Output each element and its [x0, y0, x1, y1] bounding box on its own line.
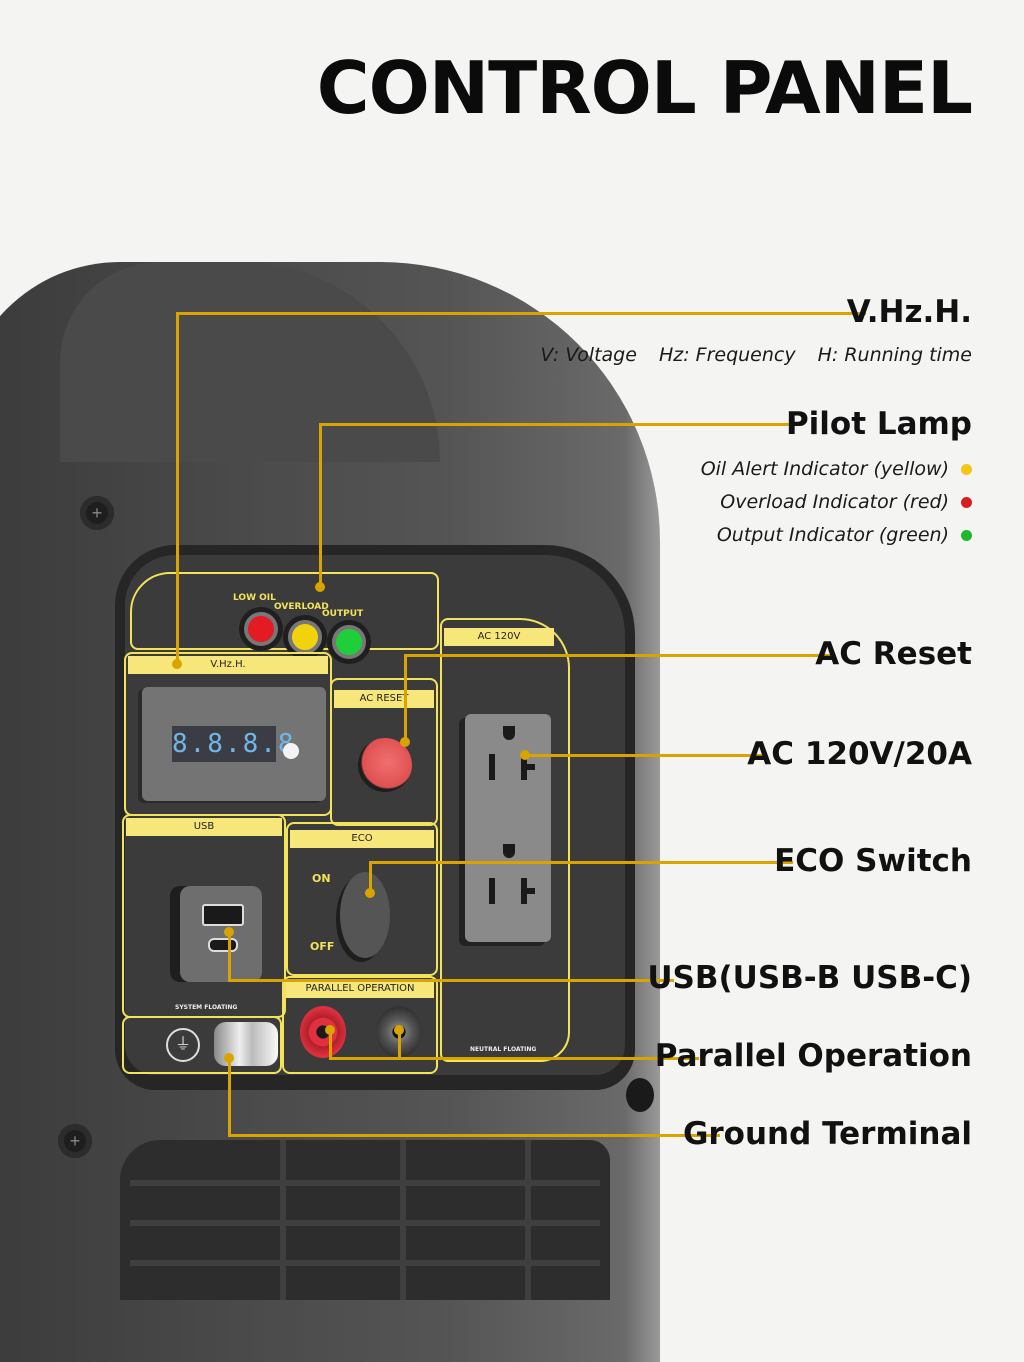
leader-line-usb-v [228, 932, 231, 982]
eco-off-label: OFF [310, 940, 335, 953]
overload-led [288, 620, 322, 654]
label-usb: USB(USB-B USB-C) [647, 960, 972, 996]
leader-line-parallel-v1 [329, 1030, 332, 1060]
label-vhzh: V.Hz.H. [846, 294, 972, 330]
indicator-output: Output Indicator (green) [695, 524, 972, 546]
vhzh-legend: V: Voltage Hz: Frequency H: Running time [518, 344, 972, 366]
leader-line-ac-reset-v [404, 654, 407, 742]
leader-line-ac-reset [404, 654, 834, 657]
ac-outlet [465, 714, 551, 942]
usb-c-port[interactable] [208, 938, 238, 952]
leader-line-ground [228, 1134, 720, 1137]
eco-section [286, 822, 438, 976]
leader-line-eco [369, 861, 793, 864]
pin-parallel-black [394, 1025, 404, 1035]
meter-button[interactable] [283, 743, 299, 759]
label-ac-outlet: AC 120V/20A [747, 736, 972, 772]
leader-line-vhzh [176, 312, 866, 315]
leader-line-pilot-v [319, 423, 322, 587]
yellow-dot-icon [961, 464, 972, 475]
usb-tag: USB [126, 818, 282, 836]
label-pilot-lamp: Pilot Lamp [785, 406, 972, 442]
leader-line-eco-v [369, 861, 372, 893]
leader-line-parallel-v2 [398, 1030, 401, 1060]
pin-pilot [315, 582, 325, 592]
pin-eco [365, 888, 375, 898]
ac-reset-section [330, 678, 438, 826]
parallel-terminal-red[interactable] [300, 1006, 346, 1058]
ac-reset-tag: AC RESET [334, 690, 434, 708]
leader-line-ac-outlet [525, 754, 765, 757]
indicator-overload: Overload Indicator (red) [698, 491, 972, 513]
indicator-oil-alert: Oil Alert Indicator (yellow) [679, 458, 972, 480]
eco-switch[interactable] [340, 872, 390, 958]
pin-vhzh [172, 659, 182, 669]
pin-usb [224, 927, 234, 937]
pin-ground [224, 1053, 234, 1063]
label-eco-switch: ECO Switch [774, 843, 972, 879]
usb-port-module [180, 886, 262, 982]
air-vent [120, 1140, 610, 1300]
leader-line-pilot [319, 423, 803, 426]
neutral-floating-label: NEUTRAL FLOATING [470, 1046, 537, 1053]
parallel-section [282, 976, 438, 1074]
system-floating-label: SYSTEM FLOATING [175, 1004, 238, 1011]
indicator-text: Output Indicator (green) [716, 524, 949, 546]
leader-line-vhzh-v [176, 312, 179, 664]
ground-symbol-icon: ⏚ [166, 1028, 200, 1062]
screw-icon: + [58, 1124, 92, 1158]
legend-frequency: Hz: Frequency [658, 344, 796, 366]
lamp-label-overload: OVERLOAD [274, 602, 329, 612]
pin-ac-outlet [520, 750, 530, 760]
green-dot-icon [961, 530, 972, 541]
low-oil-led [244, 612, 278, 646]
ground-section [122, 1016, 282, 1074]
pin-parallel-red [325, 1025, 335, 1035]
pilot-lamp-section [130, 572, 439, 650]
leader-line-usb [228, 979, 674, 982]
mount-hole [626, 1078, 654, 1112]
screw-icon: + [80, 496, 114, 530]
vhzh-display: 8.8.8.8 [172, 726, 294, 762]
leader-line-ground-v [228, 1058, 231, 1136]
ac120-tag: AC 120V [444, 628, 554, 646]
output-led [332, 625, 366, 659]
legend-running-time: H: Running time [817, 344, 972, 366]
ac120-section [440, 618, 570, 1062]
label-parallel: Parallel Operation [654, 1038, 972, 1074]
lamp-label-output: OUTPUT [322, 609, 364, 619]
red-dot-icon [961, 497, 972, 508]
indicator-text: Overload Indicator (red) [720, 491, 949, 513]
legend-voltage: V: Voltage [540, 344, 637, 366]
usb-a-port[interactable] [202, 904, 244, 926]
ac-reset-button[interactable] [358, 738, 412, 792]
lamp-label-low-oil: LOW OIL [233, 593, 276, 603]
parallel-tag: PARALLEL OPERATION [286, 980, 434, 998]
indicator-text: Oil Alert Indicator (yellow) [700, 458, 949, 480]
pin-ac-reset [400, 737, 410, 747]
vhzh-tag: V.Hz.H. [128, 656, 328, 674]
label-ground: Ground Terminal [682, 1116, 972, 1152]
eco-tag: ECO [290, 830, 434, 848]
page-title: CONTROL PANEL [316, 46, 973, 130]
leader-line-parallel [329, 1057, 699, 1060]
label-ac-reset: AC Reset [815, 636, 972, 672]
eco-on-label: ON [312, 872, 331, 885]
